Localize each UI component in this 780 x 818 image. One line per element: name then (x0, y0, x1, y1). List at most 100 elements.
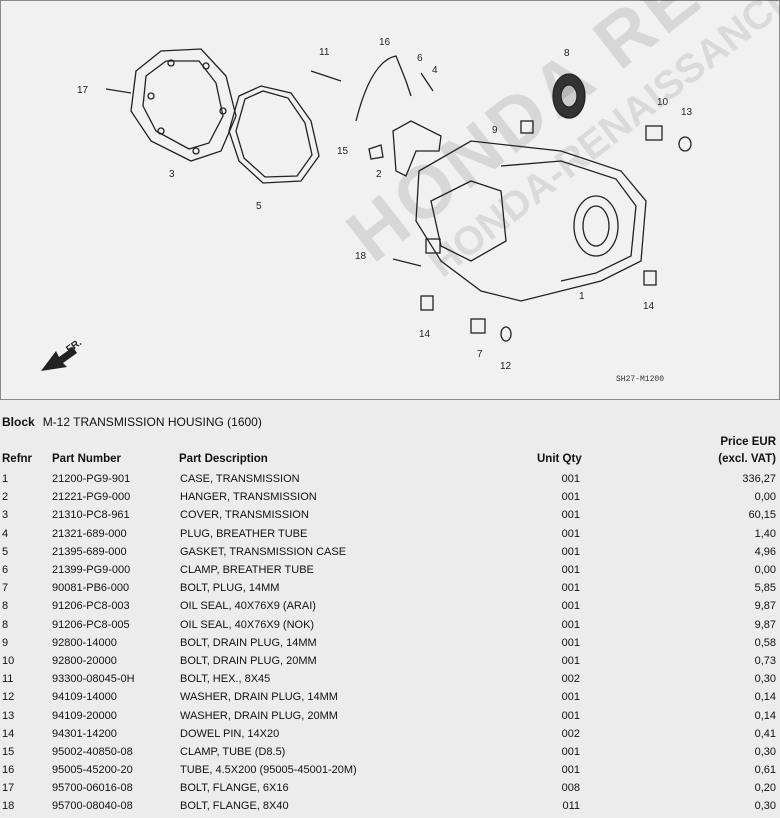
column-header-price-line2: (excl. VAT) (718, 453, 776, 465)
callout-labels: 17 3 5 11 16 6 4 8 10 13 9 15 2 18 1 14 … (77, 37, 693, 384)
callout-2: 2 (376, 169, 382, 180)
cell-part-number: 21395-689-000 (52, 545, 127, 558)
cell-part-number: 93300-08045-0H (52, 673, 135, 686)
cell-ref: 12 (2, 691, 15, 704)
cell-description: BOLT, PLUG, 14MM (180, 582, 280, 595)
cell-part-number: 21310-PC8-961 (52, 509, 130, 522)
cell-price: 0,30 (754, 745, 776, 758)
cell-description: GASKET, TRANSMISSION CASE (180, 545, 347, 558)
part-5-gasket (228, 85, 320, 184)
column-header-part-number: Part Number (52, 453, 122, 465)
cell-ref: 17 (2, 782, 15, 795)
block-label: Block (2, 415, 35, 429)
column-header-ref: Refnr (2, 453, 33, 465)
callout-16: 16 (379, 37, 391, 48)
part-2-hanger (355, 55, 442, 177)
callout-15: 15 (337, 146, 349, 157)
cell-price: 0,73 (754, 654, 776, 667)
cell-ref: 8 (2, 618, 9, 631)
callout-10: 10 (657, 97, 669, 108)
cell-price: 0,61 (754, 764, 776, 777)
cell-part-number: 94301-14200 (52, 727, 117, 740)
cell-qty: 001 (561, 564, 580, 577)
callout-13: 13 (681, 107, 693, 118)
cell-part-number: 95002-40850-08 (52, 745, 133, 758)
callout-14a: 14 (643, 301, 655, 312)
cell-part-number: 95700-06016-08 (52, 782, 133, 795)
cell-part-number: 21321-689-000 (52, 527, 127, 540)
cell-description: CLAMP, BREATHER TUBE (180, 564, 314, 577)
cell-ref: 15 (2, 745, 15, 758)
cell-part-number: 21200-PG9-901 (52, 473, 131, 486)
cell-part-number: 21221-PG9-000 (52, 491, 131, 504)
cell-ref: 14 (2, 727, 15, 740)
cell-part-number: 95005-45200-20 (52, 764, 133, 777)
cell-price: 0,30 (754, 800, 776, 813)
cell-description: CASE, TRANSMISSION (180, 473, 300, 486)
callout-11: 11 (319, 47, 330, 58)
cell-qty: 001 (561, 600, 580, 613)
cell-ref: 18 (2, 800, 15, 813)
cell-description: PLUG, BREATHER TUBE (180, 527, 308, 540)
cell-ref: 1 (2, 473, 9, 486)
cell-price: 0,41 (754, 727, 776, 740)
cell-price: 4,96 (754, 545, 776, 558)
cell-description: BOLT, DRAIN PLUG, 20MM (180, 654, 317, 667)
callout-8: 8 (564, 48, 570, 59)
diagram-ref-code: SH27-M1200 (616, 375, 664, 384)
cell-price: 0,14 (754, 709, 776, 722)
cell-qty: 002 (561, 727, 580, 740)
callout-1: 1 (579, 291, 585, 302)
cell-qty: 011 (562, 800, 580, 813)
column-header-description: Part Description (179, 453, 268, 465)
cell-part-number: 90081-PB6-000 (52, 582, 130, 595)
callout-7: 7 (477, 349, 483, 360)
callout-18: 18 (355, 251, 367, 262)
cell-qty: 001 (561, 491, 580, 504)
cell-ref: 16 (2, 764, 15, 777)
cell-qty: 001 (561, 691, 580, 704)
cell-ref: 11 (2, 673, 14, 686)
cell-ref: 5 (2, 545, 9, 558)
callout-6: 6 (417, 53, 423, 64)
cell-part-number: 94109-20000 (52, 709, 117, 722)
callout-12: 12 (500, 361, 512, 372)
column-header-price-line1: Price EUR (720, 436, 776, 448)
part-8-oil-seal (552, 73, 586, 119)
cell-part-number: 21399-PG9-000 (52, 564, 131, 577)
cell-price: 0,20 (754, 782, 776, 795)
cell-ref: 4 (2, 527, 9, 540)
cell-part-number: 92800-20000 (52, 654, 117, 667)
cell-description: BOLT, FLANGE, 8X40 (180, 800, 289, 813)
part-1-case (415, 140, 647, 302)
cell-ref: 8 (2, 600, 9, 613)
diagram-drawing: FR. 17 3 5 11 16 6 4 8 10 13 9 15 2 18 1… (41, 37, 693, 384)
cell-description: BOLT, DRAIN PLUG, 14MM (180, 636, 317, 649)
cell-description: BOLT, FLANGE, 6X16 (180, 782, 289, 795)
cell-qty: 001 (561, 527, 580, 540)
cell-description: OIL SEAL, 40X76X9 (ARAI) (180, 600, 316, 613)
cell-ref: 7 (2, 582, 9, 595)
cell-description: WASHER, DRAIN PLUG, 20MM (180, 709, 338, 722)
block-name: M-12 TRANSMISSION HOUSING (1600) (42, 415, 262, 429)
